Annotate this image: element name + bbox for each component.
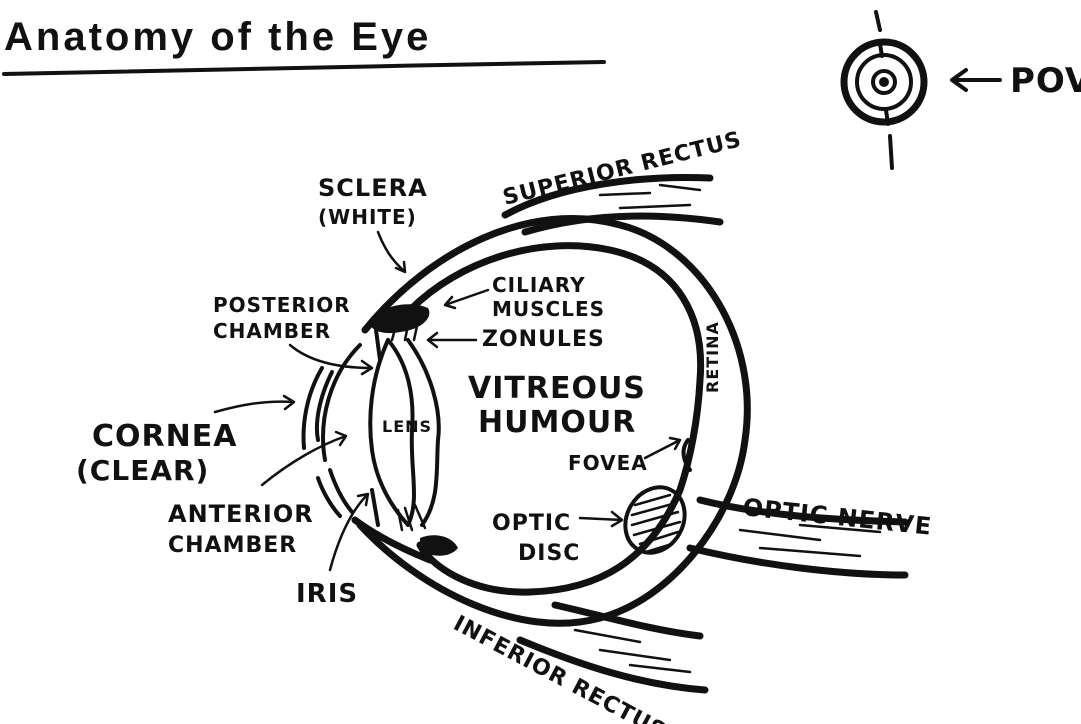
arrow-anterior-chamber bbox=[260, 430, 348, 487]
label-fovea: FOVEA bbox=[568, 451, 648, 475]
pov-label: POV bbox=[1010, 61, 1081, 101]
label-zonules: ZONULES bbox=[482, 327, 605, 352]
zonules-upper bbox=[390, 310, 422, 342]
cornea-mid bbox=[314, 370, 334, 442]
label-anterior-2: CHAMBER bbox=[168, 533, 297, 558]
arrow-sclera bbox=[376, 230, 407, 274]
label-anterior-1: ANTERIOR bbox=[168, 500, 314, 528]
cornea-lower-outer bbox=[316, 476, 342, 518]
label-retina: RETINA bbox=[703, 321, 722, 393]
label-sclera-note: (WHITE) bbox=[318, 205, 417, 229]
arrow-fovea bbox=[643, 436, 682, 460]
label-posterior-2: CHAMBER bbox=[213, 319, 331, 343]
pov-arrow-icon bbox=[950, 68, 1002, 92]
cornea-lower-arc bbox=[328, 468, 354, 514]
diagram-title: Anatomy of the Eye bbox=[4, 15, 431, 59]
sclera-outline bbox=[356, 215, 751, 627]
arrow-optic-disc bbox=[578, 510, 624, 528]
lens-back bbox=[406, 338, 441, 527]
label-vitreous-2: HUMOUR bbox=[478, 405, 636, 440]
label-cornea-note: (CLEAR) bbox=[76, 454, 209, 487]
arrow-posterior-chamber bbox=[288, 343, 374, 376]
fovea-pit bbox=[681, 438, 692, 472]
retina-outline bbox=[406, 242, 705, 596]
label-superior-rectus: SUPERIOR RECTUS bbox=[500, 127, 744, 211]
arrow-zonules bbox=[426, 331, 478, 349]
iris bbox=[370, 328, 382, 527]
label-optic-disc-2: DISC bbox=[518, 541, 580, 566]
superior-rectus-muscle bbox=[501, 174, 724, 236]
label-optic-disc-1: OPTIC bbox=[492, 511, 571, 536]
label-iris: IRIS bbox=[296, 579, 358, 609]
arrow-iris bbox=[328, 492, 370, 572]
title-underline bbox=[2, 60, 606, 76]
label-ciliary-2: MUSCLES bbox=[492, 297, 605, 321]
optic-disc bbox=[623, 485, 687, 555]
ciliary-body-lower bbox=[420, 535, 458, 556]
lens-front bbox=[386, 338, 417, 527]
label-posterior-1: POSTERIOR bbox=[213, 293, 351, 317]
inferior-rectus-muscle bbox=[516, 601, 709, 694]
sclera-lower-lip bbox=[351, 516, 434, 564]
pov-eye-icon bbox=[840, 10, 928, 170]
lens-anterior-surface bbox=[368, 338, 410, 527]
arrow-ciliary bbox=[443, 288, 490, 310]
label-cornea: CORNEA bbox=[92, 419, 237, 454]
label-lens: LENS bbox=[382, 417, 432, 436]
label-sclera: SCLERA bbox=[318, 174, 428, 202]
label-ciliary-1: CILIARY bbox=[492, 273, 586, 297]
arrow-cornea bbox=[213, 394, 296, 414]
cornea-outer bbox=[301, 366, 324, 450]
label-vitreous-1: VITREOUS bbox=[468, 371, 646, 406]
